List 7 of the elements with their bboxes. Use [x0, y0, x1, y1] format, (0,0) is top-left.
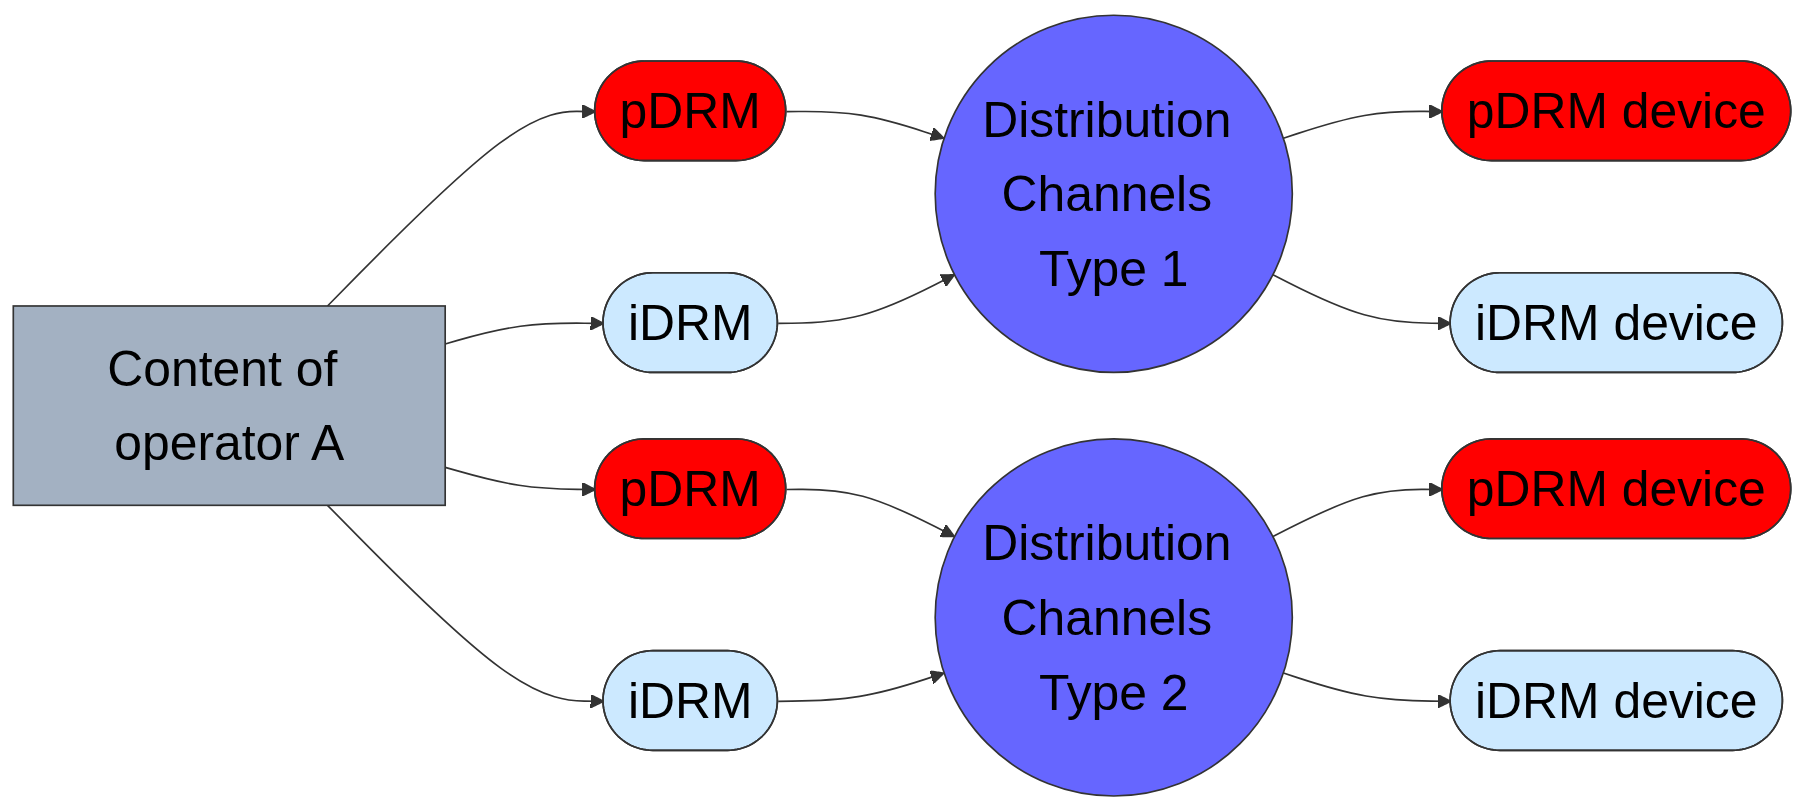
arrow	[785, 488, 956, 538]
arrow	[777, 670, 945, 702]
node-circle: Distribution Channels Type 2	[934, 437, 1294, 797]
arrow	[777, 273, 956, 325]
node-circle: Distribution Channels Type 1	[934, 14, 1294, 374]
arrow	[785, 110, 945, 141]
node-box: Content of operator A	[12, 305, 446, 506]
